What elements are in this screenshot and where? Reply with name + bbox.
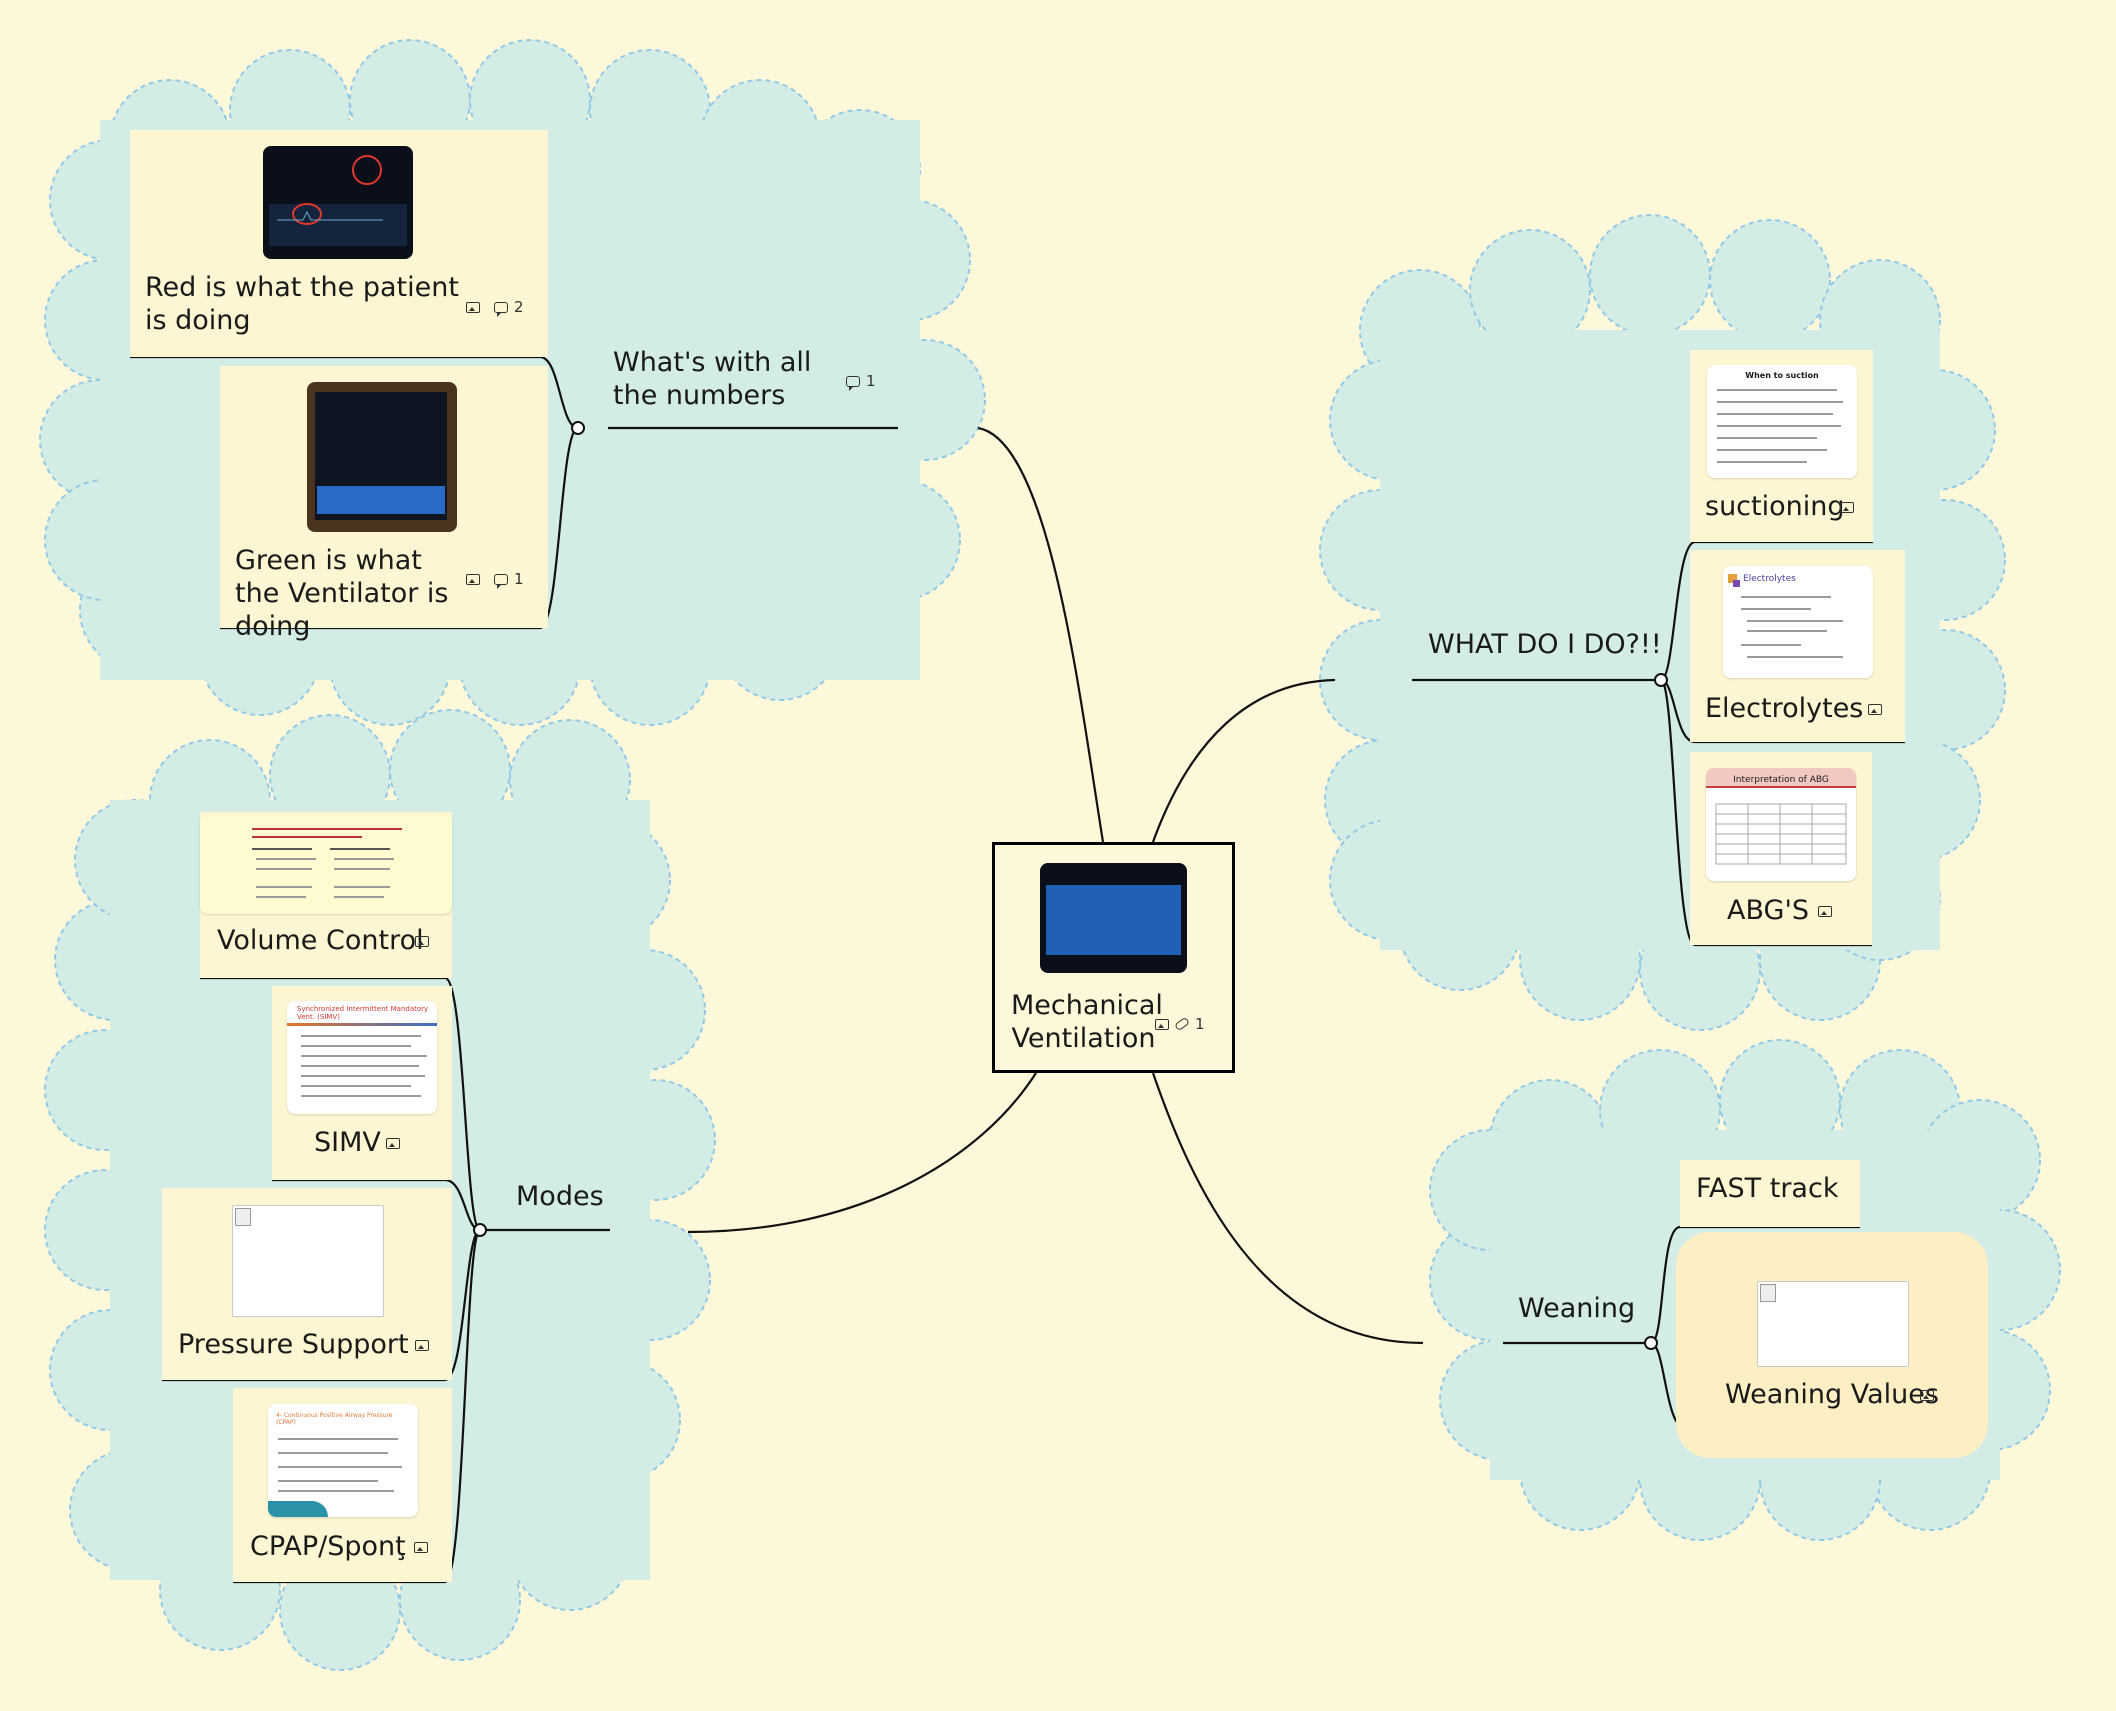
simv-slide-image: Synchronized Intermittent Mandatory Vent… (287, 1001, 437, 1114)
topic-whats-with-all-the-numbers[interactable]: What's with all the numbers (613, 347, 812, 411)
simv-label: SIMV (314, 1127, 381, 1158)
electrolytes-slide-image: Electrolytes (1723, 566, 1873, 678)
central-topic-label: Mechanical Ventilation (1011, 990, 1163, 1054)
volume-control-label: Volume Control (217, 925, 424, 956)
subtopic-red-patient[interactable]: Red is what the patient is doing 2 (130, 130, 548, 357)
subtopic-fast-track[interactable]: FAST track (1680, 1160, 1860, 1227)
pressure-support-label: Pressure Support (178, 1329, 409, 1360)
electrolytes-label: Electrolytes (1705, 693, 1864, 724)
subtopic-red-label: Red is what the patient is doing (145, 272, 459, 336)
fast-track-label: FAST track (1696, 1173, 1839, 1204)
cpap-slide-image: 4- Continuous Positive Airway Pressure (… (268, 1404, 418, 1517)
simv-attachments (386, 1138, 400, 1149)
subtopic-weaning-values[interactable]: Weaning Values (1676, 1232, 1988, 1458)
comment-count: 2 (514, 298, 524, 316)
subtopic-green-ventilator[interactable]: Green is what the Ventilator is doing 1 (220, 366, 548, 642)
connector-junctions (473, 421, 1668, 1350)
image-icon (415, 936, 429, 947)
slide-title: Electrolytes (1743, 574, 1796, 584)
image-icon (1155, 1018, 1169, 1030)
subtopic-simv[interactable]: Synchronized Intermittent Mandatory Vent… (272, 986, 452, 1180)
volume-control-slide-image (200, 814, 452, 914)
comment-count: 1 (866, 372, 876, 390)
broken-image-icon (235, 1208, 251, 1226)
ventilator-monitor-image (307, 382, 457, 532)
weaning-values-label: Weaning Values (1725, 1379, 1939, 1410)
link-count: 1 (1195, 1015, 1205, 1033)
topic-modes[interactable]: Modes (516, 1181, 604, 1212)
pressure-support-image-placeholder (232, 1205, 384, 1317)
subtopic-pressure-support[interactable]: Pressure Support (162, 1188, 452, 1380)
weaning-values-image-placeholder (1757, 1281, 1909, 1367)
image-icon (386, 1138, 400, 1149)
central-topic-image (1040, 863, 1187, 973)
cpap-spont-label: CPAP/Sponţ (250, 1531, 406, 1562)
broken-image-icon (1760, 1284, 1776, 1302)
topic-numbers-attachments: 1 (846, 372, 876, 391)
electrolytes-attachments (1868, 704, 1882, 715)
patient-monitor-image (263, 146, 413, 259)
volume-control-attachments (415, 936, 429, 947)
pressure-support-attachments (415, 1340, 429, 1351)
image-icon (414, 1542, 428, 1553)
image-icon (1920, 1390, 1934, 1401)
subtopic-suctioning[interactable]: When to suction suctioning (1690, 350, 1873, 542)
subtopic-volume-control[interactable]: Volume Control (200, 812, 452, 978)
link-icon[interactable] (1173, 1016, 1191, 1032)
comment-icon[interactable] (846, 375, 860, 391)
subtopic-cpap-spont[interactable]: 4- Continuous Positive Airway Pressure (… (233, 1388, 452, 1582)
weaning-values-attachments (1920, 1390, 1934, 1401)
subtopic-green-label: Green is what the Ventilator is doing (235, 545, 449, 642)
abgs-label: ABG'S (1727, 895, 1810, 926)
suctioning-attachments (1840, 502, 1854, 513)
subtopic-green-attachments: 1 (466, 570, 524, 589)
subtopic-red-attachments: 2 (466, 298, 524, 317)
subtopic-electrolytes[interactable]: Electrolytes Electrolytes (1690, 550, 1905, 742)
abg-table-graphic (1715, 803, 1847, 865)
image-icon (415, 1340, 429, 1351)
central-topic-attachments: 1 (1155, 1015, 1205, 1033)
abg-slide-image: Interpretation of ABG (1706, 768, 1856, 881)
comment-icon[interactable] (494, 573, 508, 589)
slide-title: Interpretation of ABG (1733, 775, 1829, 785)
cpap-spont-attachments (414, 1542, 428, 1553)
subtopic-abgs[interactable]: Interpretation of ABG ABG'S (1690, 752, 1872, 945)
image-icon (1818, 906, 1832, 917)
suctioning-slide-image: When to suction (1707, 365, 1857, 478)
abgs-attachments (1818, 906, 1832, 917)
slide-title: Synchronized Intermittent Mandatory Vent… (297, 1005, 429, 1021)
central-topic[interactable]: Mechanical Ventilation 1 (992, 842, 1235, 1073)
image-icon (466, 573, 480, 585)
suctioning-label: suctioning (1705, 491, 1845, 522)
monitor-screen-graphic (269, 155, 407, 246)
comment-count: 1 (514, 570, 524, 588)
image-icon (1840, 502, 1854, 513)
topic-weaning[interactable]: Weaning (1518, 1293, 1636, 1324)
comment-icon[interactable] (494, 301, 508, 317)
slide-title: 4- Continuous Positive Airway Pressure (… (276, 1412, 393, 1426)
topic-what-do-i-do[interactable]: WHAT DO I DO?!! (1428, 629, 1662, 660)
slide-title: When to suction (1745, 371, 1819, 380)
image-icon (1868, 704, 1882, 715)
image-icon (466, 301, 480, 313)
